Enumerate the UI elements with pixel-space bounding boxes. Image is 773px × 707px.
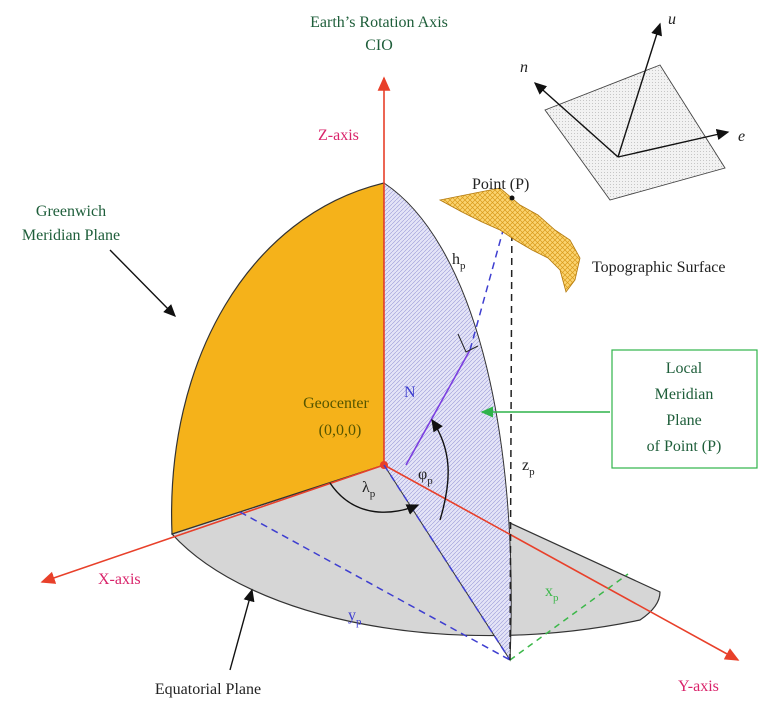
- equatorial-pointer-arrow: [229, 588, 255, 671]
- x-axis-line: [40, 464, 385, 584]
- zp-dashed-line: [509, 197, 513, 661]
- greenwich-meridian-shape: [171, 182, 385, 535]
- local-frame-inset: [533, 22, 730, 201]
- lambda-arc: [329, 482, 420, 515]
- equatorial-plane-shape: [170, 464, 661, 637]
- inset-e-label: e: [738, 128, 745, 145]
- lambda-label: λp: [362, 479, 376, 500]
- hp-dashed-line: [469, 197, 513, 351]
- right-angle-marker: [457, 333, 479, 353]
- geocenter-coords: (0,0,0): [319, 422, 362, 439]
- topographic-surface-label: Topographic Surface: [592, 259, 726, 276]
- foot-to-x-dashed-line: [239, 511, 511, 661]
- local-meridian-line4: of Point (P): [647, 438, 722, 455]
- greenwich-label-line1: Greenwich: [36, 203, 106, 220]
- z-axis-label: Z-axis: [318, 127, 359, 144]
- equatorial-plane-label: Equatorial Plane: [155, 681, 261, 698]
- local-meridian-line1: Local: [666, 360, 703, 377]
- x-axis-label: X-axis: [98, 571, 141, 588]
- yp-label: yp: [348, 607, 362, 628]
- phi-label: φp: [418, 466, 433, 487]
- normal-N-line: [405, 349, 471, 466]
- xp-dashed-line: [509, 573, 629, 661]
- local-meridian-box: [611, 349, 758, 469]
- inset-n-label: n: [520, 59, 528, 76]
- hp-label: hp: [452, 251, 466, 272]
- cio-title: CIO: [365, 37, 393, 54]
- xp-label: xp: [545, 583, 559, 604]
- local-meridian-line3: Plane: [666, 412, 702, 429]
- local-meridian-line2: Meridian: [655, 386, 714, 403]
- point-p-dot: [509, 195, 515, 201]
- greenwich-label-line2: Meridian Plane: [22, 227, 120, 244]
- greenwich-pointer-arrow: [109, 249, 176, 317]
- y-axis-line: [383, 464, 740, 661]
- rotation-axis-title: Earth’s Rotation Axis: [310, 14, 448, 31]
- zp-label: zp: [522, 457, 535, 478]
- normal-N-label: N: [404, 384, 416, 401]
- inset-u-label: u: [668, 11, 676, 28]
- local-meridian-shape: [383, 182, 512, 662]
- y-axis-label: Y-axis: [678, 678, 719, 695]
- point-p-label: Point (P): [472, 176, 529, 193]
- geocenter-label: Geocenter: [303, 395, 369, 412]
- phi-arc: [431, 418, 449, 521]
- yp-dashed-line: [383, 464, 511, 661]
- topographic-surface-shape: [438, 187, 581, 293]
